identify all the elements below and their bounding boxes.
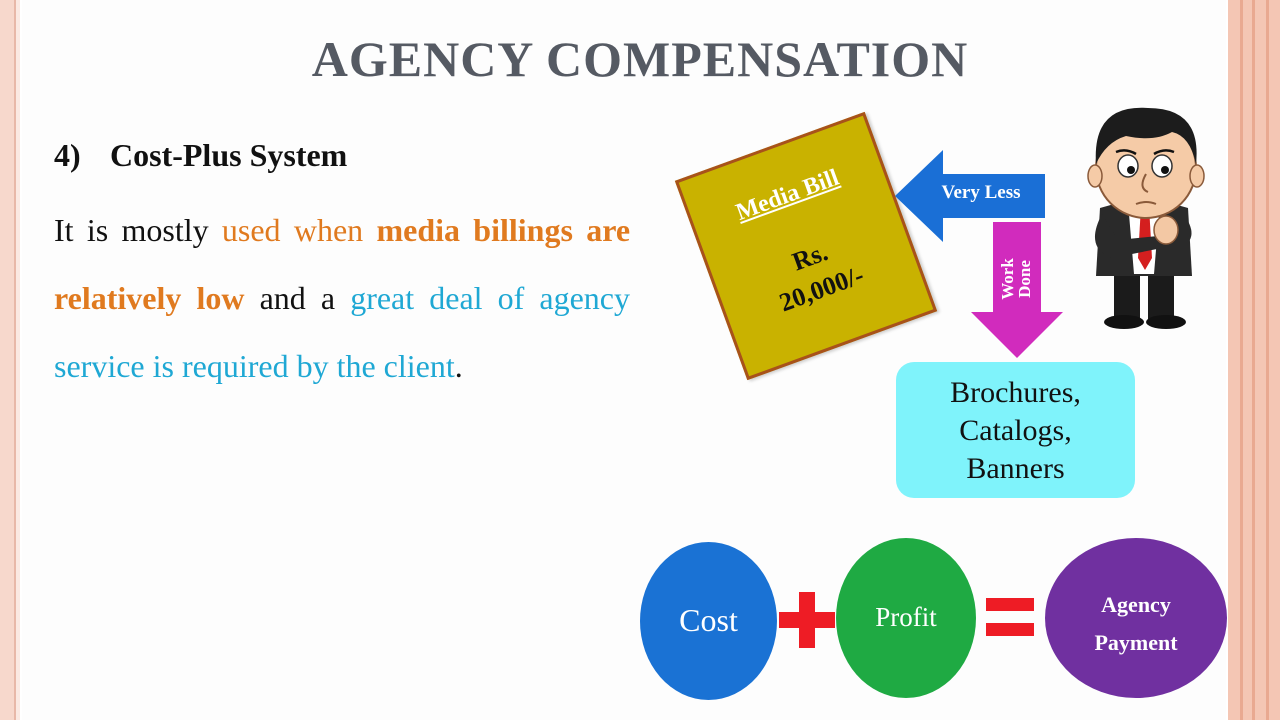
para-highlight-orange: used when bbox=[221, 212, 377, 248]
left-frame-border bbox=[0, 0, 16, 720]
right-frame-stripe bbox=[1266, 0, 1269, 720]
left-arrow-label: Very Less bbox=[941, 182, 1021, 203]
output-line: Catalogs, bbox=[959, 414, 1072, 447]
down-arrow-label-line2: Done bbox=[1015, 260, 1034, 298]
down-arrow-icon bbox=[971, 222, 1063, 358]
agency-payment-line2: Payment bbox=[1094, 630, 1178, 655]
profit-circle: Profit bbox=[836, 538, 976, 698]
output-line: Brochures, bbox=[950, 376, 1081, 409]
para-text: . bbox=[454, 348, 463, 384]
output-line: Banners bbox=[966, 452, 1065, 485]
para-highlight-cyan: great deal of agency service is required… bbox=[54, 280, 631, 384]
right-frame-stripe bbox=[1240, 0, 1243, 720]
cost-circle: Cost bbox=[640, 542, 777, 700]
description-paragraph: It is mostly used when media billings ar… bbox=[54, 196, 630, 400]
left-frame-inner-border bbox=[16, 0, 20, 720]
thinking-person-icon bbox=[1087, 107, 1205, 329]
agency-payment-circle: Agency Payment bbox=[1045, 538, 1227, 698]
para-text: It is mostly bbox=[54, 212, 222, 248]
agency-payment-label: Agency Payment bbox=[1045, 586, 1227, 662]
heading-text: Cost-Plus System bbox=[110, 137, 348, 173]
down-arrow-label: Work Done bbox=[998, 229, 1034, 329]
media-bill-amount-line1: Rs. bbox=[788, 237, 832, 277]
equals-sign-icon bbox=[986, 598, 1034, 636]
agency-payment-line1: Agency bbox=[1101, 592, 1171, 617]
profit-label: Profit bbox=[875, 602, 937, 632]
para-text: and a bbox=[244, 280, 351, 316]
media-bill-amount: Rs. 20,000/- bbox=[712, 208, 919, 339]
plus-sign-icon bbox=[779, 592, 835, 648]
right-frame-border bbox=[1228, 0, 1280, 720]
cost-label: Cost bbox=[679, 602, 738, 638]
media-bill-amount-line2: 20,000/- bbox=[775, 260, 868, 318]
work-output-box: Brochures, Catalogs, Banners bbox=[896, 362, 1135, 498]
heading-number: 4) bbox=[54, 137, 81, 173]
para-highlight-bold: media billings are relatively low bbox=[54, 212, 631, 316]
slide-title: AGENCY COMPENSATION bbox=[311, 31, 969, 87]
right-frame-stripe bbox=[1252, 0, 1255, 720]
section-heading: 4) Cost-Plus System bbox=[54, 137, 347, 174]
left-arrow-icon bbox=[895, 150, 1045, 242]
